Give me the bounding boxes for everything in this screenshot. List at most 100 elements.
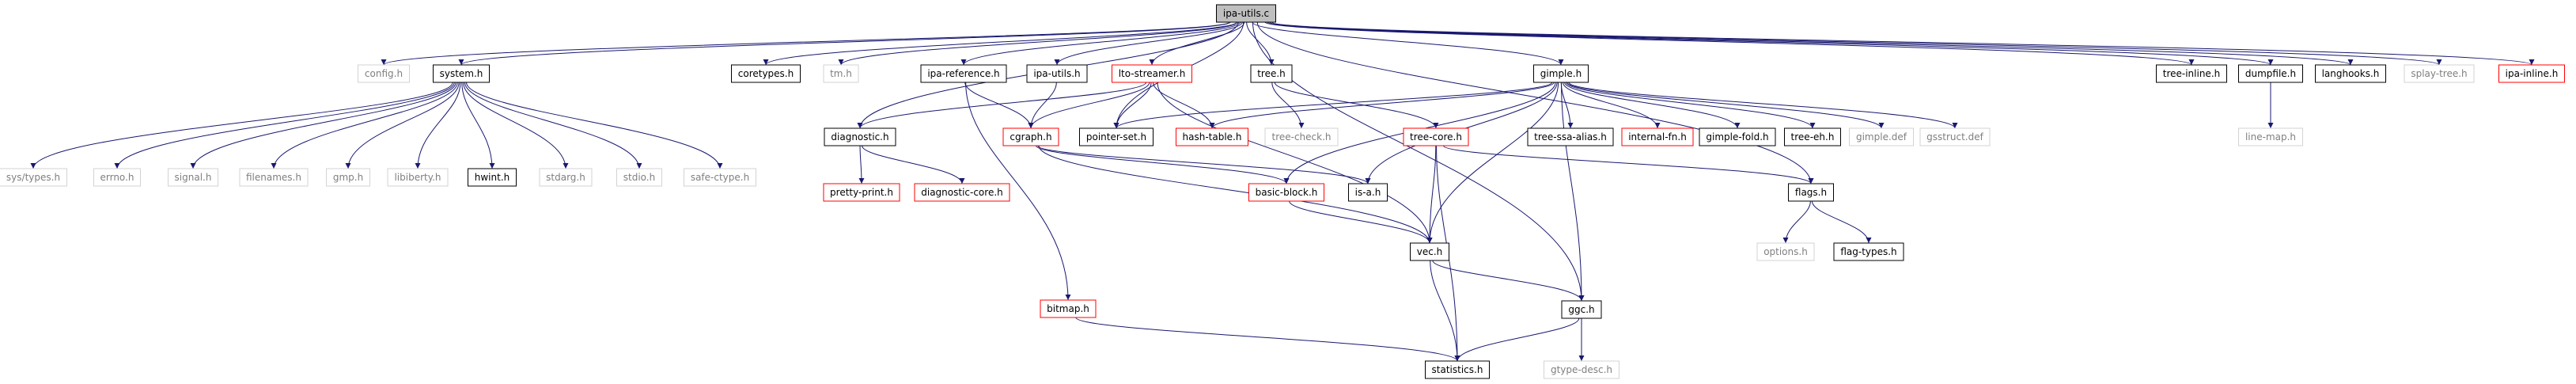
edge-lto-streamer-h-to-hash-table-h [1153, 82, 1215, 129]
node-coretypes-h[interactable]: coretypes.h [731, 64, 801, 83]
node-cgraph-h[interactable]: cgraph.h [1002, 127, 1059, 146]
node-box [1112, 64, 1192, 83]
edge-lto-streamer-h-to-pointer-set-h [1113, 82, 1152, 129]
node-ipa-inline-h[interactable]: ipa-inline.h [2498, 64, 2565, 83]
node-tree-h[interactable]: tree.h [1250, 64, 1293, 83]
node-filenames-h: filenames.h [239, 168, 309, 187]
edge-gimple-h-to-internal-fn-h [1562, 82, 1661, 129]
node-box [1533, 64, 1589, 83]
node-label: vec.h [1417, 246, 1443, 257]
node-flag-types-h[interactable]: flag-types.h [1833, 242, 1904, 261]
node-ipa-utils-h[interactable]: ipa-utils.h [1026, 64, 1088, 83]
node-box [823, 64, 859, 83]
node-dumpfile-h[interactable]: dumpfile.h [2238, 64, 2303, 83]
node-diagnostic-h[interactable]: diagnostic.h [824, 127, 896, 146]
edge-ipa-reference-h-to-cgraph-h [964, 82, 1034, 129]
node-tm-h: tm.h [823, 64, 859, 83]
node-box [2238, 127, 2303, 146]
node-tree-eh-h[interactable]: tree-eh.h [1784, 127, 1841, 146]
node-hwint-h[interactable]: hwint.h [468, 168, 517, 187]
node-box [539, 168, 593, 187]
node-ggc-h[interactable]: ggc.h [1561, 300, 1602, 319]
node-langhooks-h[interactable]: langhooks.h [2315, 64, 2386, 83]
node-internal-fn-h[interactable]: internal-fn.h [1621, 127, 1694, 146]
edge-tree-core-h-to-flags-h [1442, 145, 1814, 184]
edge-ipa-utils-c-to-tm-h [838, 21, 1239, 66]
node-stdarg-h: stdarg.h [539, 168, 593, 187]
node-box [1410, 242, 1449, 261]
node-label: libiberty.h [394, 172, 441, 183]
node-box [1699, 127, 1776, 146]
node-box [1403, 127, 1469, 146]
node-label: pointer-set.h [1086, 131, 1146, 143]
node-signal-h: signal.h [168, 168, 218, 187]
node-vec-h[interactable]: vec.h [1410, 242, 1449, 261]
node-box [1756, 242, 1815, 261]
node-box [1002, 127, 1059, 146]
edge-diagnostic-h-to-pretty-print-h [858, 145, 865, 184]
node-hash-table-h[interactable]: hash-table.h [1176, 127, 1248, 146]
node-line-map-h: line-map.h [2238, 127, 2303, 146]
edge-basic-block-h-to-vec-h [1289, 200, 1433, 244]
node-box [1544, 360, 1619, 379]
node-statistics-h[interactable]: statistics.h [1425, 360, 1490, 379]
node-label: errno.h [100, 172, 134, 183]
node-label: coretypes.h [738, 68, 794, 79]
node-splay-tree-h: splay-tree.h [2404, 64, 2475, 83]
node-bitmap-h[interactable]: bitmap.h [1040, 299, 1097, 318]
node-diagnostic-core-h[interactable]: diagnostic-core.h [914, 183, 1010, 202]
node-label: hash-table.h [1183, 131, 1242, 143]
edge-tree-h-to-tree-core-h [1274, 82, 1439, 129]
node-label: langhooks.h [2322, 68, 2380, 79]
node-ipa-reference-h[interactable]: ipa-reference.h [920, 64, 1007, 83]
node-label: bitmap.h [1047, 303, 1089, 314]
node-pretty-print-h[interactable]: pretty-print.h [823, 183, 900, 202]
node-label: diagnostic-core.h [921, 187, 1003, 198]
node-box [1176, 127, 1248, 146]
edge-system-h-to-errno-h [114, 82, 455, 169]
node-box [1250, 64, 1293, 83]
node-label: filenames.h [246, 172, 301, 183]
node-is-a-h[interactable]: is-a.h [1348, 183, 1388, 202]
node-label: line-map.h [2245, 131, 2296, 143]
node-box [823, 183, 900, 202]
node-label: tree-eh.h [1791, 131, 1835, 143]
node-lto-streamer-h[interactable]: lto-streamer.h [1112, 64, 1192, 83]
node-label: tree.h [1257, 68, 1286, 79]
node-tree-inline-h[interactable]: tree-inline.h [2156, 64, 2227, 83]
edge-cgraph-h-to-is-a-h [1037, 145, 1371, 184]
edge-gimple-h-to-gimple-fold-h [1563, 82, 1741, 129]
node-label: tm.h [830, 68, 852, 79]
edge-tree-h-to-tree-check-h [1271, 82, 1305, 129]
node-label: options.h [1763, 246, 1808, 257]
node-box [387, 168, 449, 187]
node-gtype-desc-h: gtype-desc.h [1544, 360, 1619, 379]
edge-system-h-to-stdarg-h [463, 82, 569, 169]
node-label: gsstruct.def [1926, 131, 1983, 143]
node-box [1026, 64, 1088, 83]
node-box [1264, 127, 1339, 146]
node-gimple-h[interactable]: gimple.h [1533, 64, 1589, 83]
node-ipa-utils-c[interactable]: ipa-utils.c [1216, 4, 1276, 23]
node-tree-core-h[interactable]: tree-core.h [1403, 127, 1469, 146]
node-tree-ssa-alias-h[interactable]: tree-ssa-alias.h [1527, 127, 1614, 146]
edges-layer [30, 21, 2535, 362]
node-flags-h[interactable]: flags.h [1788, 183, 1834, 202]
edge-cgraph-h-to-basic-block-h [1035, 145, 1290, 184]
node-box [93, 168, 141, 187]
node-label: splay-tree.h [2411, 68, 2467, 79]
node-system-h[interactable]: system.h [433, 64, 490, 83]
edge-ipa-utils-c-to-system-h [458, 21, 1231, 66]
edge-ipa-utils-c-to-flags-h [1256, 21, 1814, 184]
edge-tree-core-h-to-vec-h [1426, 145, 1437, 244]
node-basic-block-h[interactable]: basic-block.h [1248, 183, 1324, 202]
node-label: flags.h [1795, 187, 1827, 198]
node-box [239, 168, 309, 187]
edge-bitmap-h-to-statistics-h [1075, 317, 1460, 362]
node-box [1040, 299, 1097, 318]
edge-ipa-reference-h-to-bitmap-h [965, 82, 1071, 301]
node-box [1425, 360, 1490, 379]
node-gimple-fold-h[interactable]: gimple-fold.h [1699, 127, 1776, 146]
node-pointer-set-h[interactable]: pointer-set.h [1079, 127, 1154, 146]
